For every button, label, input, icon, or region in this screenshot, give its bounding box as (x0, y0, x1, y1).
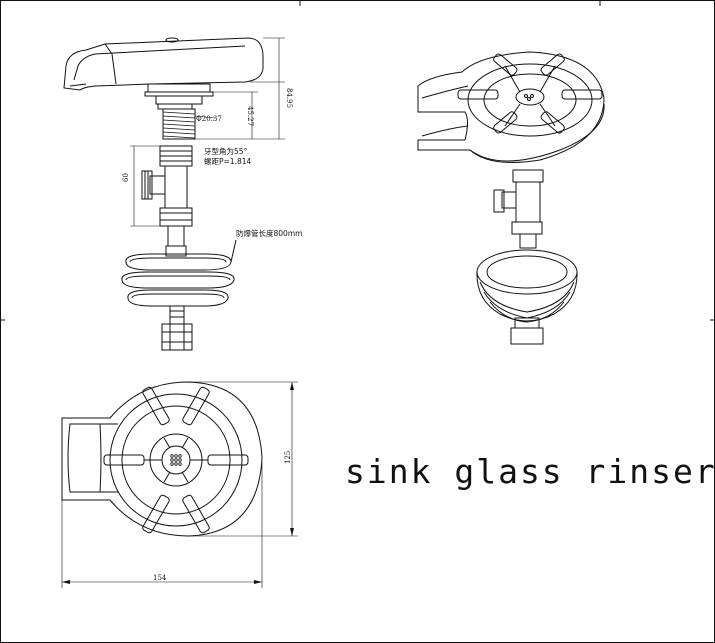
angle-valve (130, 145, 193, 257)
side-view (63, 37, 285, 140)
top-nozzle-head (170, 454, 182, 466)
rinser-cap-outline (63, 37, 264, 91)
top-view-labels: 154 125 (153, 451, 292, 582)
top-tray-outline (61, 381, 263, 537)
top-spray-arms (103, 386, 249, 534)
iso-spray-arms (457, 53, 603, 134)
dim-height-stem: 45.27 (246, 106, 254, 126)
iso-coiled-hose (476, 249, 578, 345)
iso-tray-outline (417, 51, 605, 163)
dim-thread-diameter: Φ20.37 (196, 115, 222, 123)
thread-pitch-note: 螺距P=1.814 (204, 156, 252, 166)
dim-width: 154 (153, 574, 167, 582)
isometric-view (417, 51, 605, 345)
hose-end-nut (161, 305, 193, 351)
dim-height: 125 (284, 451, 292, 464)
top-view (61, 381, 298, 588)
dim-height-total: 84.95 (285, 88, 293, 108)
drawing-title: sink glass rinser (345, 452, 715, 491)
hose-length-note: 防爆管长度800mm (236, 228, 302, 238)
thread-angle-note: 牙型角为55° (204, 146, 248, 156)
valve-handle (141, 170, 153, 200)
side-view-labels: 84.95 45.27 Φ20.37 牙型角为55° 螺距P=1.814 60 … (122, 88, 302, 238)
dim-valve-height: 60 (122, 173, 130, 182)
coiled-hose (121, 239, 237, 307)
